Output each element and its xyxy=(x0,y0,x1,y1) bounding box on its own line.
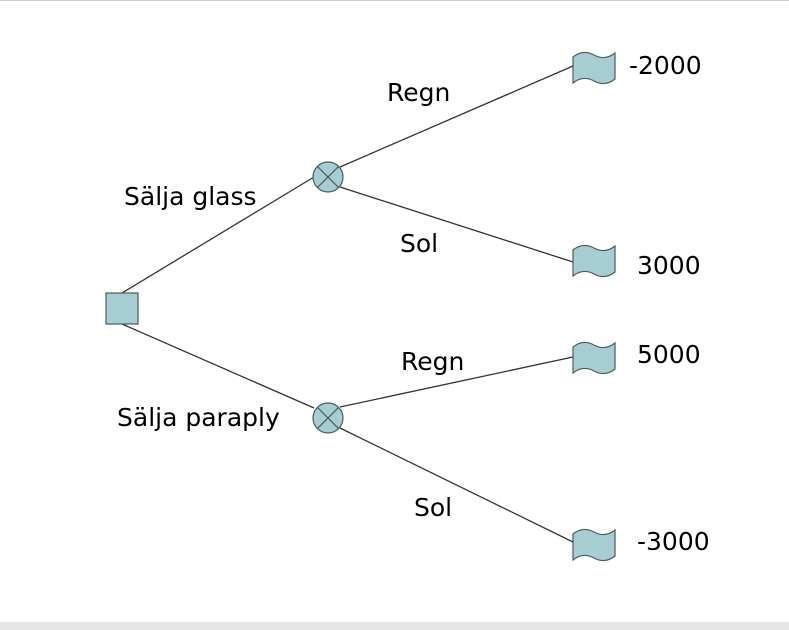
payoff-value-bottom-sun: -3000 xyxy=(637,527,710,556)
payoff-value-top-sun: 3000 xyxy=(637,251,701,280)
terminal-node-icon xyxy=(572,244,616,278)
edge-bottom-chance-to-sun xyxy=(339,427,574,543)
outcome-label-bottom-sun: Sol xyxy=(414,493,452,522)
payoff-value-top-rain: -2000 xyxy=(629,51,702,80)
edge-decision-to-top-chance xyxy=(121,176,315,294)
alternative-label-sell-ice-cream: Sälja glass xyxy=(124,182,257,211)
terminal-node-icon xyxy=(572,51,616,85)
payoff-value-bottom-rain: 5000 xyxy=(637,340,701,369)
circle-x-chance-node-icon xyxy=(312,161,344,193)
outcome-label-top-sun: Sol xyxy=(400,229,438,258)
edge-decision-to-bottom-chance xyxy=(121,323,315,409)
outcome-label-top-rain: Regn xyxy=(387,78,450,107)
edge-top-chance-to-rain xyxy=(339,65,574,168)
bottom-strip xyxy=(0,622,789,630)
circle-x-chance-node-icon xyxy=(312,402,344,434)
edge-top-chance-to-sun xyxy=(339,186,574,263)
terminal-node-icon xyxy=(572,341,616,375)
terminal-node-icon xyxy=(572,528,616,562)
alternative-label-sell-umbrella: Sälja paraply xyxy=(117,403,280,432)
outcome-label-bottom-rain: Regn xyxy=(401,347,464,376)
square-decision-node-icon xyxy=(105,292,139,325)
edges xyxy=(121,65,574,543)
edge-bottom-chance-to-rain xyxy=(339,356,574,408)
